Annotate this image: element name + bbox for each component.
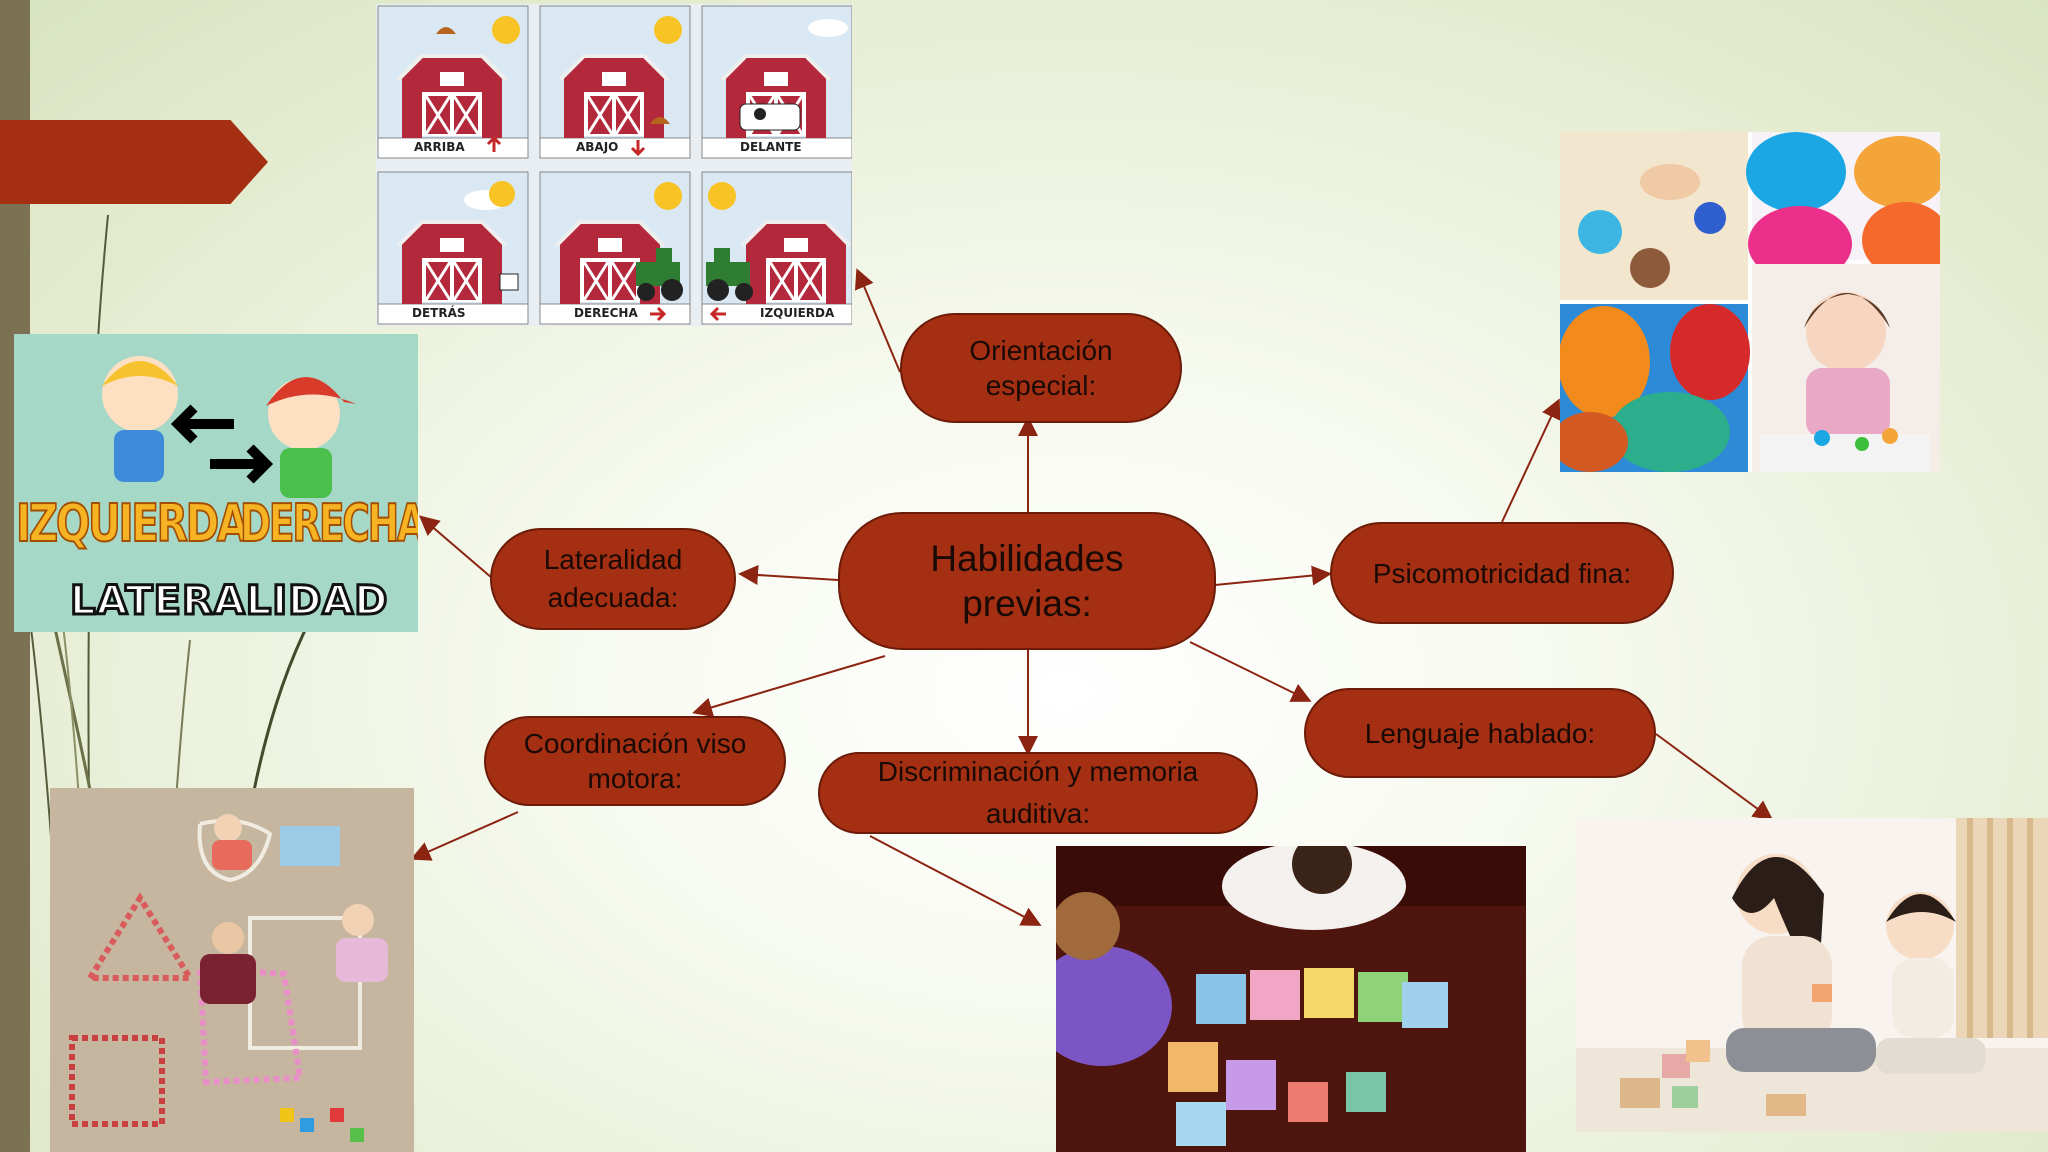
hen-icon	[650, 117, 670, 124]
connector-lateralidad-image	[418, 515, 493, 579]
sun-icon	[654, 182, 682, 210]
node-orientacion-line1: Orientación	[969, 335, 1113, 366]
connector-center-lenguaje	[1189, 641, 1312, 702]
sun-icon	[489, 181, 515, 207]
barn-label-detras: DETRÁS	[412, 306, 466, 320]
sun-icon	[708, 182, 736, 210]
sun-icon	[492, 16, 520, 44]
lateralidad-title: LATERALIDAD	[68, 577, 389, 626]
lateralidad-image: IZQUIERDA DERECHA LATERALIDAD	[14, 334, 418, 632]
izquierda-word: IZQUIERDA	[15, 493, 249, 555]
left-arrow-icon	[170, 404, 234, 444]
central-node-line1: Habilidades	[930, 537, 1124, 579]
down-arrow-icon	[630, 140, 646, 157]
node-discriminacion: Discriminación y memoria auditiva:	[818, 752, 1258, 834]
title-banner-arrow	[0, 120, 268, 204]
barn-label-derecha: DERECHA	[574, 306, 638, 320]
node-lateralidad: Lateralidad adecuada:	[490, 528, 736, 630]
barn-label-abajo: ABAJO	[576, 140, 619, 154]
hen-icon	[436, 27, 456, 34]
children-memory-cards-image	[1056, 846, 1526, 1152]
derecha-word: DERECHA	[239, 493, 418, 555]
central-node-line2: previas:	[962, 583, 1092, 624]
node-coordinacion-line2: motora:	[587, 763, 683, 794]
node-lateralidad-line2: adecuada:	[547, 582, 679, 613]
connector-discriminacion-image	[869, 835, 1042, 926]
node-coordinacion: Coordinación viso motora:	[484, 716, 786, 806]
connector-psicomotricidad-image	[1501, 398, 1561, 523]
connector-center-coordinacion	[692, 655, 886, 718]
connector-center-lateralidad	[738, 565, 839, 585]
tractor-icon	[636, 248, 683, 301]
tractor-icon	[706, 248, 753, 301]
children-shapes-floor-image	[50, 788, 414, 1152]
mother-child-blocks-image	[1576, 818, 2048, 1132]
cow-icon	[739, 103, 801, 131]
connector-center-psicomotricidad	[1214, 565, 1332, 586]
connector-lenguaje-image	[1655, 733, 1774, 821]
up-arrow-icon	[486, 135, 502, 152]
node-psicomotricidad-label: Psicomotricidad fina:	[1372, 557, 1632, 589]
node-lenguaje: Lenguaje hablado:	[1304, 688, 1656, 778]
barn-label-arriba: ARRIBA	[414, 140, 465, 154]
playdough-collage-image	[1560, 132, 1940, 472]
node-coordinacion-line1: Coordinación viso	[523, 728, 747, 759]
cloud-icon	[808, 19, 848, 37]
node-discriminacion-line1: Discriminación y memoria	[877, 756, 1199, 787]
right-arrow-icon	[650, 306, 667, 322]
barn-positions-image: ARRIBA ABAJO DELANTE DETRÁS DERECHA IZQU…	[376, 4, 852, 326]
node-orientacion-line2: especial:	[985, 370, 1097, 401]
node-discriminacion-line2: auditiva:	[985, 798, 1091, 829]
barn-label-izquierda: IZQUIERDA	[760, 306, 835, 320]
node-orientacion: Orientación especial:	[900, 313, 1182, 423]
node-lateralidad-line1: Lateralidad	[543, 544, 683, 576]
central-node-habilidades: Habilidades previas:	[838, 512, 1216, 650]
node-lenguaje-label: Lenguaje hablado:	[1364, 717, 1596, 749]
node-psicomotricidad: Psicomotricidad fina:	[1330, 522, 1674, 624]
right-arrow-icon	[210, 444, 274, 484]
barn-label-delante: DELANTE	[740, 140, 802, 154]
left-arrow-icon	[709, 306, 726, 322]
cow-icon	[499, 273, 519, 291]
connector-coordinacion-image	[410, 811, 519, 861]
sun-icon	[654, 16, 682, 44]
connector-orientacion-image	[854, 268, 901, 373]
